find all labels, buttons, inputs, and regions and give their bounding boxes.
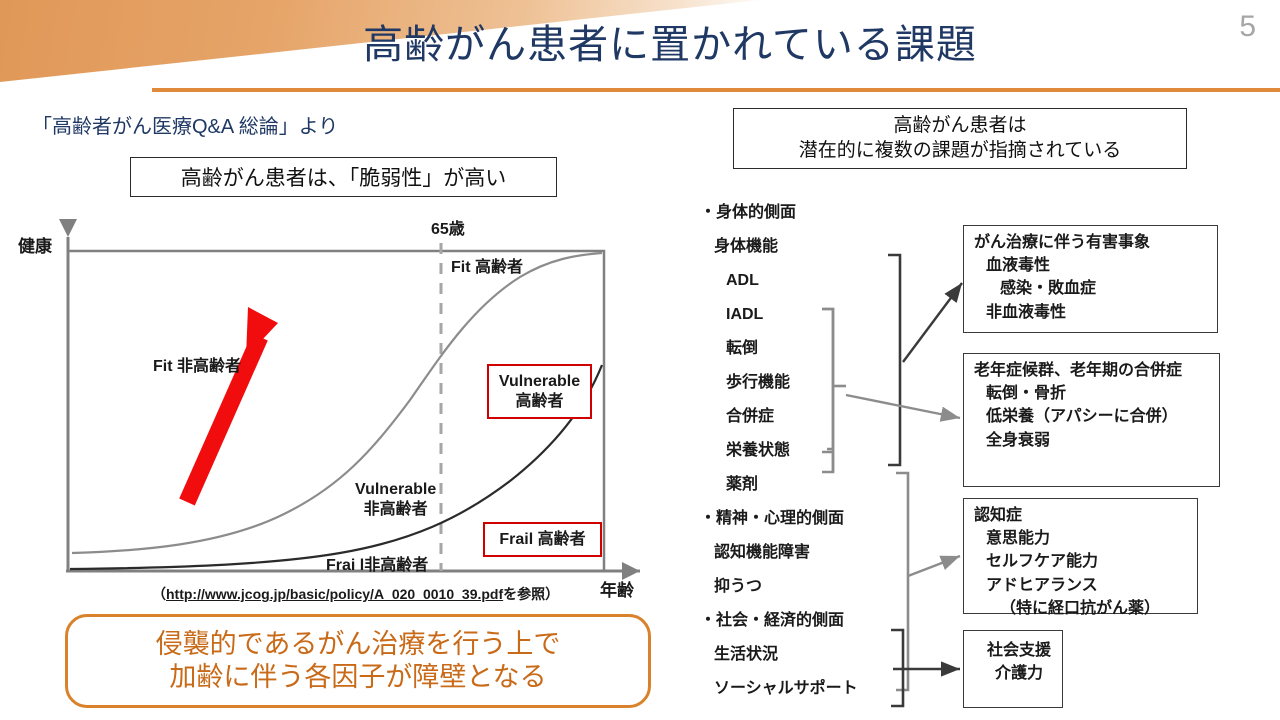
conclusion-line-2: 加齢に伴う各因子が障壁となる xyxy=(169,662,547,692)
outcome-box-adverse-events: がん治療に伴う有害事象血液毒性感染・敗血症非血液毒性 xyxy=(963,225,1218,333)
outcome-box-line: 介護力 xyxy=(994,665,1043,683)
right-header-box: 高齢がん患者は 潜在的に複数の課題が指摘されている xyxy=(733,108,1187,169)
chart-label-vulnerable-nonelderly-line2: 非高齢者 xyxy=(363,501,428,518)
chart-x-axis-label: 年齢 xyxy=(600,581,634,600)
assessment-factor-list: ・身体的側面身体機能 ADL IADL 転倒歩行機能合併症栄養状態薬剤・精神・心理的側… xyxy=(700,196,910,706)
arrow-to-adverse-events xyxy=(902,282,963,363)
citation-url-link[interactable]: http://www.jcog.jp/basic/policy/A_020_00… xyxy=(166,586,504,602)
chart-threshold-label: 65歳 xyxy=(431,221,465,238)
assessment-factor-item: 抑うつ xyxy=(714,578,763,595)
assessment-factor-item: 栄養状態 xyxy=(726,442,791,459)
assessment-factor-item: ・社会・経済的側面 xyxy=(700,612,845,629)
chart-label-vulnerable-nonelderly-line1: Vulnerable xyxy=(355,481,437,498)
assessment-factor-item: 薬剤 xyxy=(726,476,759,493)
assessment-factor-item: 身体機能 xyxy=(714,238,779,255)
outcome-box-dementia: 認知症意思能力セルフケア能力アドヒアランス （特に経口抗がん薬） xyxy=(963,498,1198,617)
chart-y-axis-label: 健康 xyxy=(18,237,52,256)
chart-curve-frail xyxy=(69,364,604,571)
left-callout-box: 高齢がん患者は、「脆弱性」が高い xyxy=(130,157,557,197)
outcome-box-line: 転倒・骨折 xyxy=(986,385,1067,403)
chart-svg xyxy=(59,219,640,580)
assessment-factor-item: 歩行機能 xyxy=(726,374,791,391)
outcome-box-line: 意思能力 xyxy=(986,530,1051,548)
outcome-box-line: アドヒアランス xyxy=(986,576,1098,594)
left-callout-label: 高齢がん患者は、「脆弱性」が高い xyxy=(180,167,507,190)
outcome-box-line: 感染・敗血症 xyxy=(1000,280,1097,298)
chart-curve-vulnerable xyxy=(71,251,603,555)
right-header-line-1: 高齢がん患者は xyxy=(893,115,1027,137)
outcome-box-line: （特に経口抗がん薬） xyxy=(1000,599,1161,617)
chart-label-fit-nonelderly: Fit 非高齢者 xyxy=(153,358,241,375)
source-note: 「高齢者がん医療Q&A 総論」より xyxy=(32,116,339,138)
assessment-factor-item: IADL xyxy=(726,306,764,323)
outcome-box-line: セルフケア能力 xyxy=(986,553,1099,571)
outcome-box-line: 非血液毒性 xyxy=(986,303,1067,321)
chart-highlight-vulnerable-elderly-line2: 高齢者 xyxy=(515,392,564,410)
citation-prefix: （ xyxy=(152,586,166,602)
assessment-factor-item: 転倒 xyxy=(726,340,759,357)
assessment-factor-item: 合併症 xyxy=(726,408,775,425)
chart-highlight-frail-elderly: Frail 高齢者 xyxy=(483,522,602,557)
page-number: 5 xyxy=(1239,10,1256,43)
chart-label-fit-elderly: Fit 高齢者 xyxy=(451,259,523,276)
chart-highlight-frail-elderly-label: Frail 高齢者 xyxy=(499,530,586,548)
chart-citation: （http://www.jcog.jp/basic/policy/A_020_0… xyxy=(152,584,559,604)
page-title: 高齢がん患者に置かれている課題 xyxy=(363,23,977,67)
outcome-box-line: 全身衰弱 xyxy=(986,431,1051,449)
chart-highlight-vulnerable-elderly: Vulnerable 高齢者 xyxy=(487,364,592,419)
outcome-box-line: 低栄養（アパシーに合併） xyxy=(986,408,1178,426)
outcome-box-line: 認知症 xyxy=(974,507,1023,524)
conclusion-line-1: 侵襲的であるがん治療を行う上で xyxy=(155,629,561,660)
chart-label-frail-nonelderly: Frai l非高齢者 xyxy=(326,557,429,574)
outcome-box-line: 社会支援 xyxy=(986,642,1051,659)
arrow-to-dementia xyxy=(907,554,961,578)
outcome-box-social-support: 社会支援介護力 xyxy=(963,630,1063,708)
outcome-box-line: がん治療に伴う有害事象 xyxy=(974,234,1151,251)
outcome-box-geriatric-syndrome: 老年症候群、老年期の合併症転倒・骨折低栄養（アパシーに合併） 全身衰弱 xyxy=(963,353,1220,487)
assessment-factor-item: 認知機能障害 xyxy=(714,544,811,561)
chart-highlight-vulnerable-elderly-line1: Vulnerable xyxy=(498,372,581,390)
conclusion-callout: 侵襲的であるがん治療を行う上で 加齢に伴う各因子が障壁となる xyxy=(65,614,651,708)
assessment-factor-item: 生活状況 xyxy=(714,646,779,663)
assessment-factor-item: ソーシャルサポート xyxy=(714,680,858,697)
frailty-trajectory-chart xyxy=(20,215,680,605)
assessment-factor-item: ・身体的側面 xyxy=(700,204,797,221)
chart-plot-frame xyxy=(66,249,606,573)
header-divider-rule xyxy=(152,88,1280,92)
citation-suffix: を参照） xyxy=(503,586,560,602)
chart-emphasis-arrow xyxy=(179,307,278,506)
right-header-line-2: 潜在的に複数の課題が指摘されている xyxy=(798,139,1122,161)
assessment-factor-item: ADL xyxy=(726,272,759,289)
chart-label-vulnerable-nonelderly: Vulnerable 非高齢者 xyxy=(355,480,436,520)
assessment-factor-item: ・精神・心理的側面 xyxy=(700,510,845,527)
outcome-box-line: 老年症候群、老年期の合併症 xyxy=(974,362,1183,379)
outcome-box-line: 血液毒性 xyxy=(986,257,1051,275)
